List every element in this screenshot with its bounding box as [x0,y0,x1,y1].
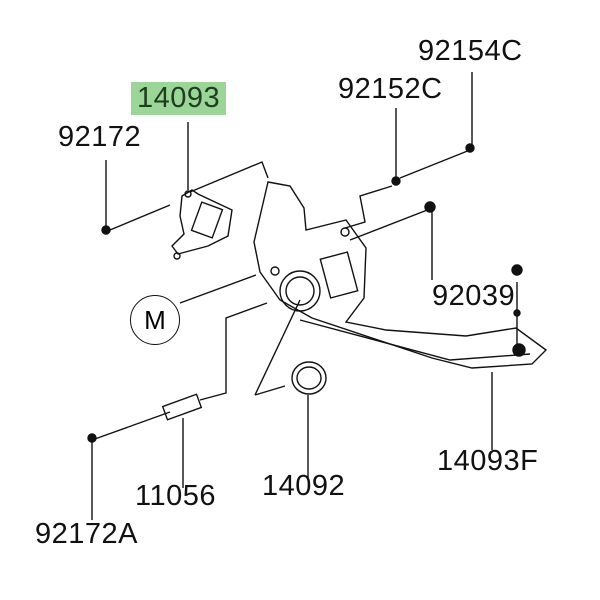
grommet-part [291,361,327,395]
leader-lines [91,72,518,520]
callout-92152C[interactable]: 92152C [338,73,443,105]
cover-part [253,181,548,369]
callout-M-circle[interactable]: M [130,295,180,345]
clip-part [161,393,203,421]
callout-11056[interactable]: 11056 [135,480,216,512]
callout-92039[interactable]: 92039 [432,280,516,312]
callout-92154C[interactable]: 92154C [418,35,523,67]
bracket-part [171,189,233,260]
callout-14092[interactable]: 14092 [262,470,346,502]
callout-92172[interactable]: 92172 [58,121,142,153]
callout-14093F[interactable]: 14093F [437,445,539,477]
fasteners [87,143,526,443]
callout-14093-highlighted[interactable]: 14093 [131,82,227,115]
callout-M: M [144,304,166,335]
callout-92172A[interactable]: 92172A [35,518,138,550]
